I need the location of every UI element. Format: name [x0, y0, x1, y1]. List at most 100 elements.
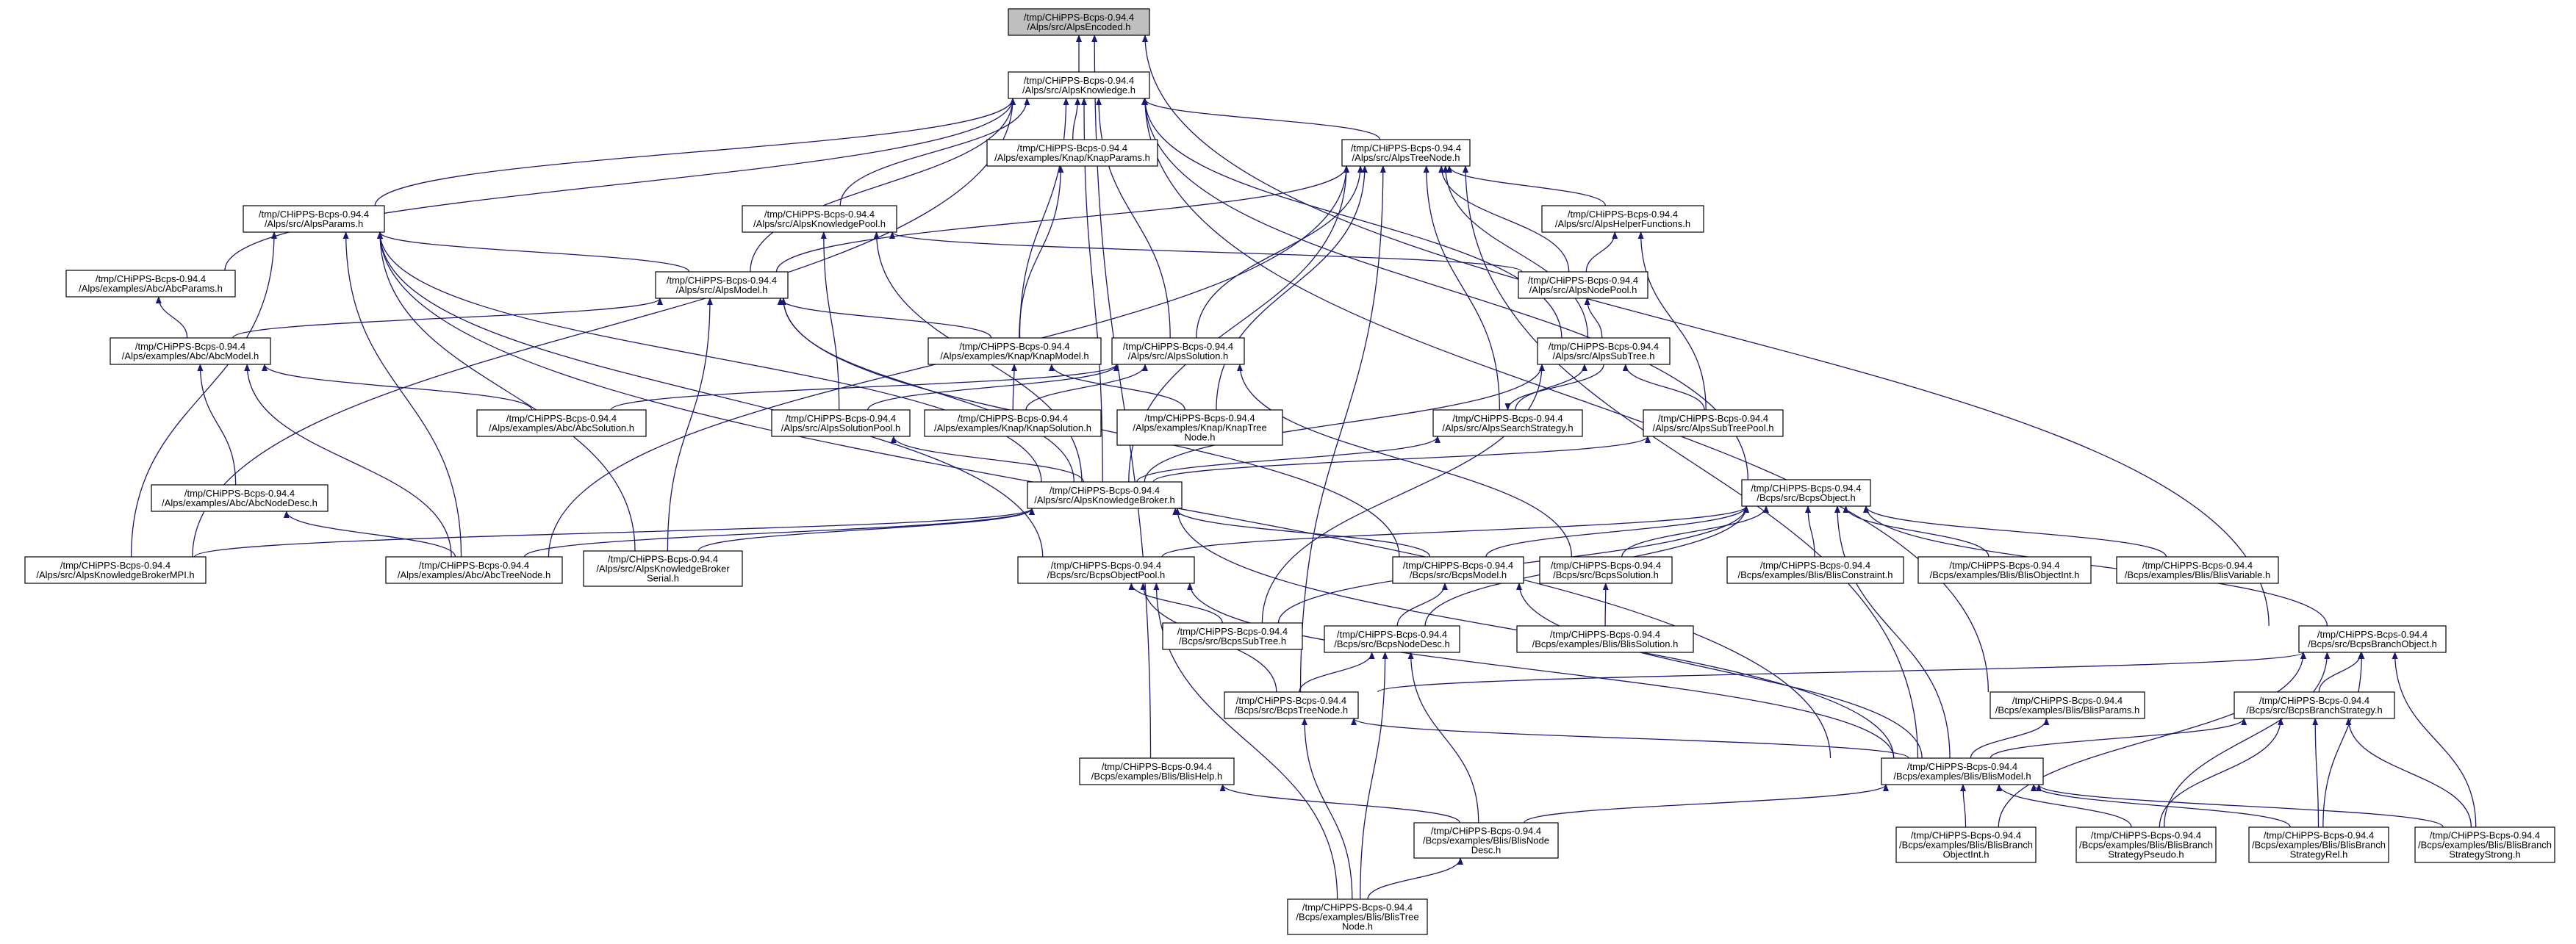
node-blis-branch-object-int[interactable]: /tmp/CHiPPS-Bcps-0.94.4/Bcps/examples/Bl…	[1895, 826, 2037, 863]
node-alps-encoded[interactable]: /tmp/CHiPPS-Bcps-0.94.4/Alps/src/AlpsEnc…	[1008, 8, 1150, 36]
node-alps-solution-pool[interactable]: /tmp/CHiPPS-Bcps-0.94.4/Alps/src/AlpsSol…	[771, 409, 911, 437]
node-alps-knowledge-broker-mpi[interactable]: /tmp/CHiPPS-Bcps-0.94.4/Alps/src/AlpsKno…	[24, 556, 207, 584]
edge-arrow	[1834, 505, 1951, 759]
edge-arrow	[262, 364, 533, 411]
node-alps-sub-tree-pool[interactable]: /tmp/CHiPPS-Bcps-0.94.4/Alps/src/AlpsSub…	[1643, 409, 1784, 437]
node-label-line: /Alps/examples/Knap/KnapParams.h	[994, 152, 1150, 163]
node-label-line: /tmp/CHiPPS-Bcps-0.94.4	[2142, 560, 2253, 571]
node-box	[742, 205, 897, 233]
node-bcps-branch-strategy[interactable]: /tmp/CHiPPS-Bcps-0.94.4/Bcps/src/BcpsBra…	[2234, 691, 2395, 719]
node-label-line: Desc.h	[1471, 845, 1501, 856]
node-bcps-tree-node[interactable]: /tmp/CHiPPS-Bcps-0.94.4/Bcps/src/BcpsTre…	[1224, 691, 1359, 719]
node-blis-tree-node[interactable]: /tmp/CHiPPS-Bcps-0.94.4/Bcps/examples/Bl…	[1287, 898, 1428, 935]
edge-arrow	[1299, 652, 1375, 693]
node-alps-helper-functions[interactable]: /tmp/CHiPPS-Bcps-0.94.4/Alps/src/AlpsHel…	[1541, 205, 1704, 233]
node-bcps-model[interactable]: /tmp/CHiPPS-Bcps-0.94.4/Bcps/src/BcpsMod…	[1392, 556, 1524, 584]
node-box	[1537, 337, 1671, 365]
node-abc-tree-node[interactable]: /tmp/CHiPPS-Bcps-0.94.4/Alps/examples/Ab…	[385, 556, 563, 584]
node-blis-constraint[interactable]: /tmp/CHiPPS-Bcps-0.94.4/Bcps/examples/Bl…	[1726, 556, 1904, 584]
node-bcps-object-pool[interactable]: /tmp/CHiPPS-Bcps-0.94.4/Bcps/src/BcpsObj…	[1017, 556, 1195, 584]
node-label-line: /Alps/src/AlpsKnowledge.h	[1022, 84, 1135, 96]
node-knap-solution[interactable]: /tmp/CHiPPS-Bcps-0.94.4/Alps/examples/Kn…	[924, 409, 1102, 437]
node-box	[1881, 757, 2044, 785]
node-blis-branch-strategy-pseudo[interactable]: /tmp/CHiPPS-Bcps-0.94.4/Bcps/examples/Bl…	[2075, 826, 2217, 863]
node-blis-solution[interactable]: /tmp/CHiPPS-Bcps-0.94.4/Bcps/examples/Bl…	[1516, 625, 1694, 653]
node-knap-model[interactable]: /tmp/CHiPPS-Bcps-0.94.4/Alps/examples/Kn…	[928, 337, 1102, 365]
node-blis-object-int[interactable]: /tmp/CHiPPS-Bcps-0.94.4/Bcps/examples/Bl…	[1917, 556, 2092, 584]
node-abc-params[interactable]: /tmp/CHiPPS-Bcps-0.94.4/Alps/examples/Ab…	[65, 270, 236, 298]
node-label-line: /tmp/CHiPPS-Bcps-0.94.4	[1949, 560, 2059, 571]
node-label-line: /Alps/examples/Knap/KnapSolution.h	[934, 422, 1091, 433]
node-alps-knowledge-pool[interactable]: /tmp/CHiPPS-Bcps-0.94.4/Alps/src/AlpsKno…	[742, 205, 897, 233]
node-label-line: /Alps/examples/Abc/AbcModel.h	[122, 350, 259, 361]
node-label-line: /Alps/src/AlpsHelperFunctions.h	[1555, 218, 1690, 229]
edge-arrow	[777, 298, 992, 339]
edge-arrow	[1504, 364, 1604, 411]
node-bcps-object[interactable]: /tmp/CHiPPS-Bcps-0.94.4/Bcps/src/BcpsObj…	[1741, 479, 1871, 507]
edge-arrow	[1142, 98, 1748, 480]
node-box	[1413, 822, 1559, 859]
node-abc-node-desc[interactable]: /tmp/CHiPPS-Bcps-0.94.4/Alps/examples/Ab…	[151, 484, 329, 512]
node-alps-solution[interactable]: /tmp/CHiPPS-Bcps-0.94.4/Alps/src/AlpsSol…	[1111, 337, 1245, 365]
edge-arrow	[1351, 718, 1909, 759]
node-blis-help[interactable]: /tmp/CHiPPS-Bcps-0.94.4/Bcps/examples/Bl…	[1079, 757, 1235, 785]
node-box	[1917, 556, 2092, 584]
node-label-line: Serial.h	[647, 573, 679, 584]
node-label-line: /Alps/examples/Knap/KnapTree	[1133, 422, 1266, 433]
node-label-line: StrategyRel.h	[2290, 849, 2348, 860]
node-alps-knowledge-broker[interactable]: /tmp/CHiPPS-Bcps-0.94.4/Alps/src/AlpsKno…	[1027, 481, 1183, 509]
edge-arrow	[1602, 583, 1609, 627]
node-bcps-sub-tree[interactable]: /tmp/CHiPPS-Bcps-0.94.4/Bcps/src/BcpsSub…	[1162, 622, 1303, 650]
node-box	[24, 556, 207, 584]
node-label-line: /Bcps/src/BcpsSubTree.h	[1179, 635, 1286, 646]
node-label-line: /tmp/CHiPPS-Bcps-0.94.4	[1351, 143, 1461, 154]
node-blis-node-desc[interactable]: /tmp/CHiPPS-Bcps-0.94.4/Bcps/examples/Bl…	[1413, 822, 1559, 859]
node-alps-node-pool[interactable]: /tmp/CHiPPS-Bcps-0.94.4/Alps/src/AlpsNod…	[1518, 271, 1648, 299]
node-alps-model[interactable]: /tmp/CHiPPS-Bcps-0.94.4/Alps/src/AlpsMod…	[655, 271, 789, 299]
node-alps-search-strategy[interactable]: /tmp/CHiPPS-Bcps-0.94.4/Alps/src/AlpsSea…	[1432, 409, 1583, 437]
node-abc-model[interactable]: /tmp/CHiPPS-Bcps-0.94.4/Alps/examples/Ab…	[110, 337, 271, 365]
node-label-line: /Alps/src/AlpsTreeNode.h	[1352, 152, 1460, 163]
edge-arrow	[192, 98, 1016, 558]
edge-arrow	[2036, 784, 2444, 828]
node-label-line: /tmp/CHiPPS-Bcps-0.94.4	[1431, 826, 1541, 837]
node-label-line: /tmp/CHiPPS-Bcps-0.94.4	[1050, 485, 1160, 496]
node-alps-sub-tree[interactable]: /tmp/CHiPPS-Bcps-0.94.4/Alps/src/AlpsSub…	[1537, 337, 1671, 365]
edge-arrow	[1485, 505, 1749, 558]
node-label-line: /Bcps/examples/Blis/BlisBranch	[2252, 840, 2386, 851]
node-alps-tree-node[interactable]: /tmp/CHiPPS-Bcps-0.94.4/Alps/src/AlpsTre…	[1341, 139, 1471, 167]
node-label-line: /Bcps/examples/Blis/BlisNode	[1423, 835, 1549, 846]
edge-arrow	[1144, 364, 1545, 483]
node-label-line: /tmp/CHiPPS-Bcps-0.94.4	[959, 341, 1069, 352]
node-label-line: /tmp/CHiPPS-Bcps-0.94.4	[958, 413, 1068, 424]
node-blis-params[interactable]: /tmp/CHiPPS-Bcps-0.94.4/Bcps/examples/Bl…	[1990, 691, 2145, 719]
edge-arrow	[1843, 505, 1990, 558]
edge-arrow	[1463, 165, 1919, 759]
node-label-line: /Bcps/examples/Blis/BlisTree	[1296, 912, 1418, 923]
node-bcps-branch-object[interactable]: /tmp/CHiPPS-Bcps-0.94.4/Bcps/src/BcpsBra…	[2298, 625, 2447, 653]
node-blis-branch-strategy-rel[interactable]: /tmp/CHiPPS-Bcps-0.94.4/Bcps/examples/Bl…	[2248, 826, 2389, 863]
node-box	[1111, 337, 1245, 365]
node-label-line: /Bcps/examples/Blis/BlisBranch	[2418, 840, 2552, 851]
node-label-line: /tmp/CHiPPS-Bcps-0.94.4	[184, 488, 295, 499]
node-label-line: /tmp/CHiPPS-Bcps-0.94.4	[1017, 143, 1127, 154]
node-label-line: /tmp/CHiPPS-Bcps-0.94.4	[2091, 830, 2201, 841]
node-box	[1516, 625, 1694, 653]
node-knap-tree-node[interactable]: /tmp/CHiPPS-Bcps-0.94.4/Alps/examples/Kn…	[1116, 409, 1283, 446]
node-alps-knowledge[interactable]: /tmp/CHiPPS-Bcps-0.94.4/Alps/src/AlpsKno…	[1008, 71, 1150, 99]
node-alps-knowledge-broker-serial[interactable]: /tmp/CHiPPS-Bcps-0.94.4/Alps/src/AlpsKno…	[583, 550, 743, 587]
node-abc-solution[interactable]: /tmp/CHiPPS-Bcps-0.94.4/Alps/examples/Ab…	[476, 409, 647, 437]
node-bcps-solution[interactable]: /tmp/CHiPPS-Bcps-0.94.4/Bcps/src/BcpsSol…	[1539, 556, 1673, 584]
node-alps-params[interactable]: /tmp/CHiPPS-Bcps-0.94.4/Alps/src/AlpsPar…	[243, 205, 385, 233]
edge-arrow	[155, 296, 188, 339]
edge-arrow	[194, 508, 1035, 558]
node-box	[986, 139, 1158, 167]
edge-arrow	[1172, 508, 1431, 558]
node-knap-params[interactable]: /tmp/CHiPPS-Bcps-0.94.4/Alps/examples/Kn…	[986, 139, 1158, 167]
node-blis-branch-strategy-strong[interactable]: /tmp/CHiPPS-Bcps-0.94.4/Bcps/examples/Bl…	[2414, 826, 2555, 863]
node-bcps-node-desc[interactable]: /tmp/CHiPPS-Bcps-0.94.4/Bcps/src/BcpsNod…	[1324, 625, 1460, 653]
node-blis-model[interactable]: /tmp/CHiPPS-Bcps-0.94.4/Bcps/examples/Bl…	[1881, 757, 2044, 785]
node-label-line: StrategyStrong.h	[2449, 849, 2521, 860]
node-blis-variable[interactable]: /tmp/CHiPPS-Bcps-0.94.4/Bcps/examples/Bl…	[2116, 556, 2279, 584]
node-box	[151, 484, 329, 512]
